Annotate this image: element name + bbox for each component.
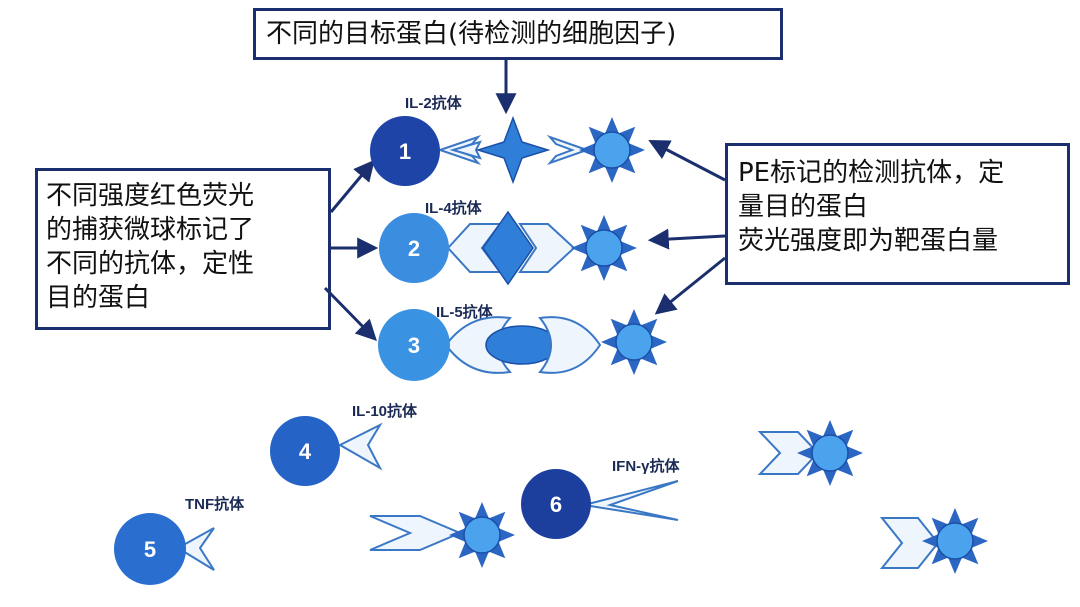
- il5-complex: [444, 316, 602, 374]
- capture-bead-line-4: 目的蛋白: [46, 283, 151, 313]
- antibody-label-il10: IL-10抗体: [352, 403, 418, 420]
- bead-3-number: 3: [408, 333, 420, 358]
- ifng-capture-antibody: [583, 480, 679, 521]
- capture-bead-3: 3: [378, 309, 450, 381]
- bead-4-number: 4: [299, 439, 312, 464]
- pe-fluorophore-6: [922, 508, 988, 574]
- bead-1-number: 1: [399, 139, 411, 164]
- antibody-label-il4: IL-4抗体: [425, 200, 482, 217]
- il10-detection-antibody-free: [757, 431, 820, 475]
- capture-bead-6: 6: [521, 469, 591, 539]
- ifng-detection-antibody-free: [879, 517, 940, 569]
- capture-bead-1: 1: [370, 116, 440, 186]
- il4-complex: [446, 210, 576, 286]
- antibody-label-tnf: TNF抗体: [185, 496, 245, 513]
- bead-2-number: 2: [408, 236, 420, 261]
- target-protein-title: 不同的目标蛋白(待检测的细胞因子): [266, 19, 677, 49]
- pe-fluorophore-3: [601, 309, 667, 375]
- arrow-left-to-bead-1: [329, 159, 375, 213]
- arrow-right-to-pe-3: [654, 256, 726, 315]
- bead-6-circle: [521, 469, 591, 539]
- il2-detection-antibody: [546, 134, 591, 166]
- detection-antibody-explanation-box: PE标记的检测抗体，定 量目的蛋白 荧光强度即为靶蛋白量: [725, 143, 1070, 285]
- il10-capture-antibody: [337, 422, 383, 471]
- pe-fluorophore-5: [449, 502, 515, 568]
- il2-target-protein: [475, 115, 551, 185]
- capture-bead-2: 2: [379, 213, 449, 283]
- target-protein-title-box: 不同的目标蛋白(待检测的细胞因子): [253, 8, 783, 60]
- arrow-right-to-pe-1: [648, 140, 726, 182]
- bead-1-circle: [370, 116, 440, 186]
- il4-capture-antibody: [446, 223, 502, 273]
- capture-bead-4: 4: [270, 416, 340, 486]
- bead-3-circle: [378, 309, 450, 381]
- capture-bead-5: 5: [114, 513, 186, 585]
- pe-fluorophore-1: [579, 117, 645, 183]
- antibody-label-ifng: IFN-γ抗体: [612, 458, 680, 475]
- il4-detection-antibody: [518, 223, 576, 273]
- tnf-detection-antibody-free: [369, 515, 463, 551]
- il5-target-protein: [485, 325, 559, 365]
- antibody-label-il5: IL-5抗体: [436, 304, 493, 321]
- detection-antibody-line-2: 量目的蛋白: [738, 192, 869, 222]
- arrows: [323, 60, 726, 341]
- tnf-capture-antibody: [176, 527, 215, 571]
- arrow-left-to-bead-3: [323, 286, 377, 341]
- detection-antibody-line-3: 荧光强度即为靶蛋白量: [738, 226, 999, 256]
- pe-fluorophores: [449, 117, 988, 574]
- antibody-label-il2: IL-2抗体: [405, 95, 462, 112]
- bead-5-circle: [114, 513, 186, 585]
- il4-target-protein: [482, 210, 534, 286]
- pe-fluorophore-4: [797, 420, 863, 486]
- capture-bead-line-2: 的捕获微球标记了: [46, 215, 255, 245]
- il5-detection-antibody: [538, 316, 602, 374]
- bead-4-circle: [270, 416, 340, 486]
- il2-complex: [436, 115, 591, 185]
- arrow-right-to-pe-2: [647, 228, 726, 250]
- capture-bead-explanation-box: 不同强度红色荧光 的捕获微球标记了 不同的抗体，定性 目的蛋白: [35, 168, 331, 330]
- bead-6-number: 6: [550, 492, 562, 517]
- detection-antibody-line-1: PE标记的检测抗体，定: [738, 158, 1005, 188]
- bead-2-circle: [379, 213, 449, 283]
- bead-5-number: 5: [144, 537, 156, 562]
- capture-bead-line-3: 不同的抗体，定性: [46, 249, 255, 279]
- capture-bead-line-1: 不同强度红色荧光: [46, 181, 255, 211]
- pe-fluorophore-2: [571, 215, 637, 281]
